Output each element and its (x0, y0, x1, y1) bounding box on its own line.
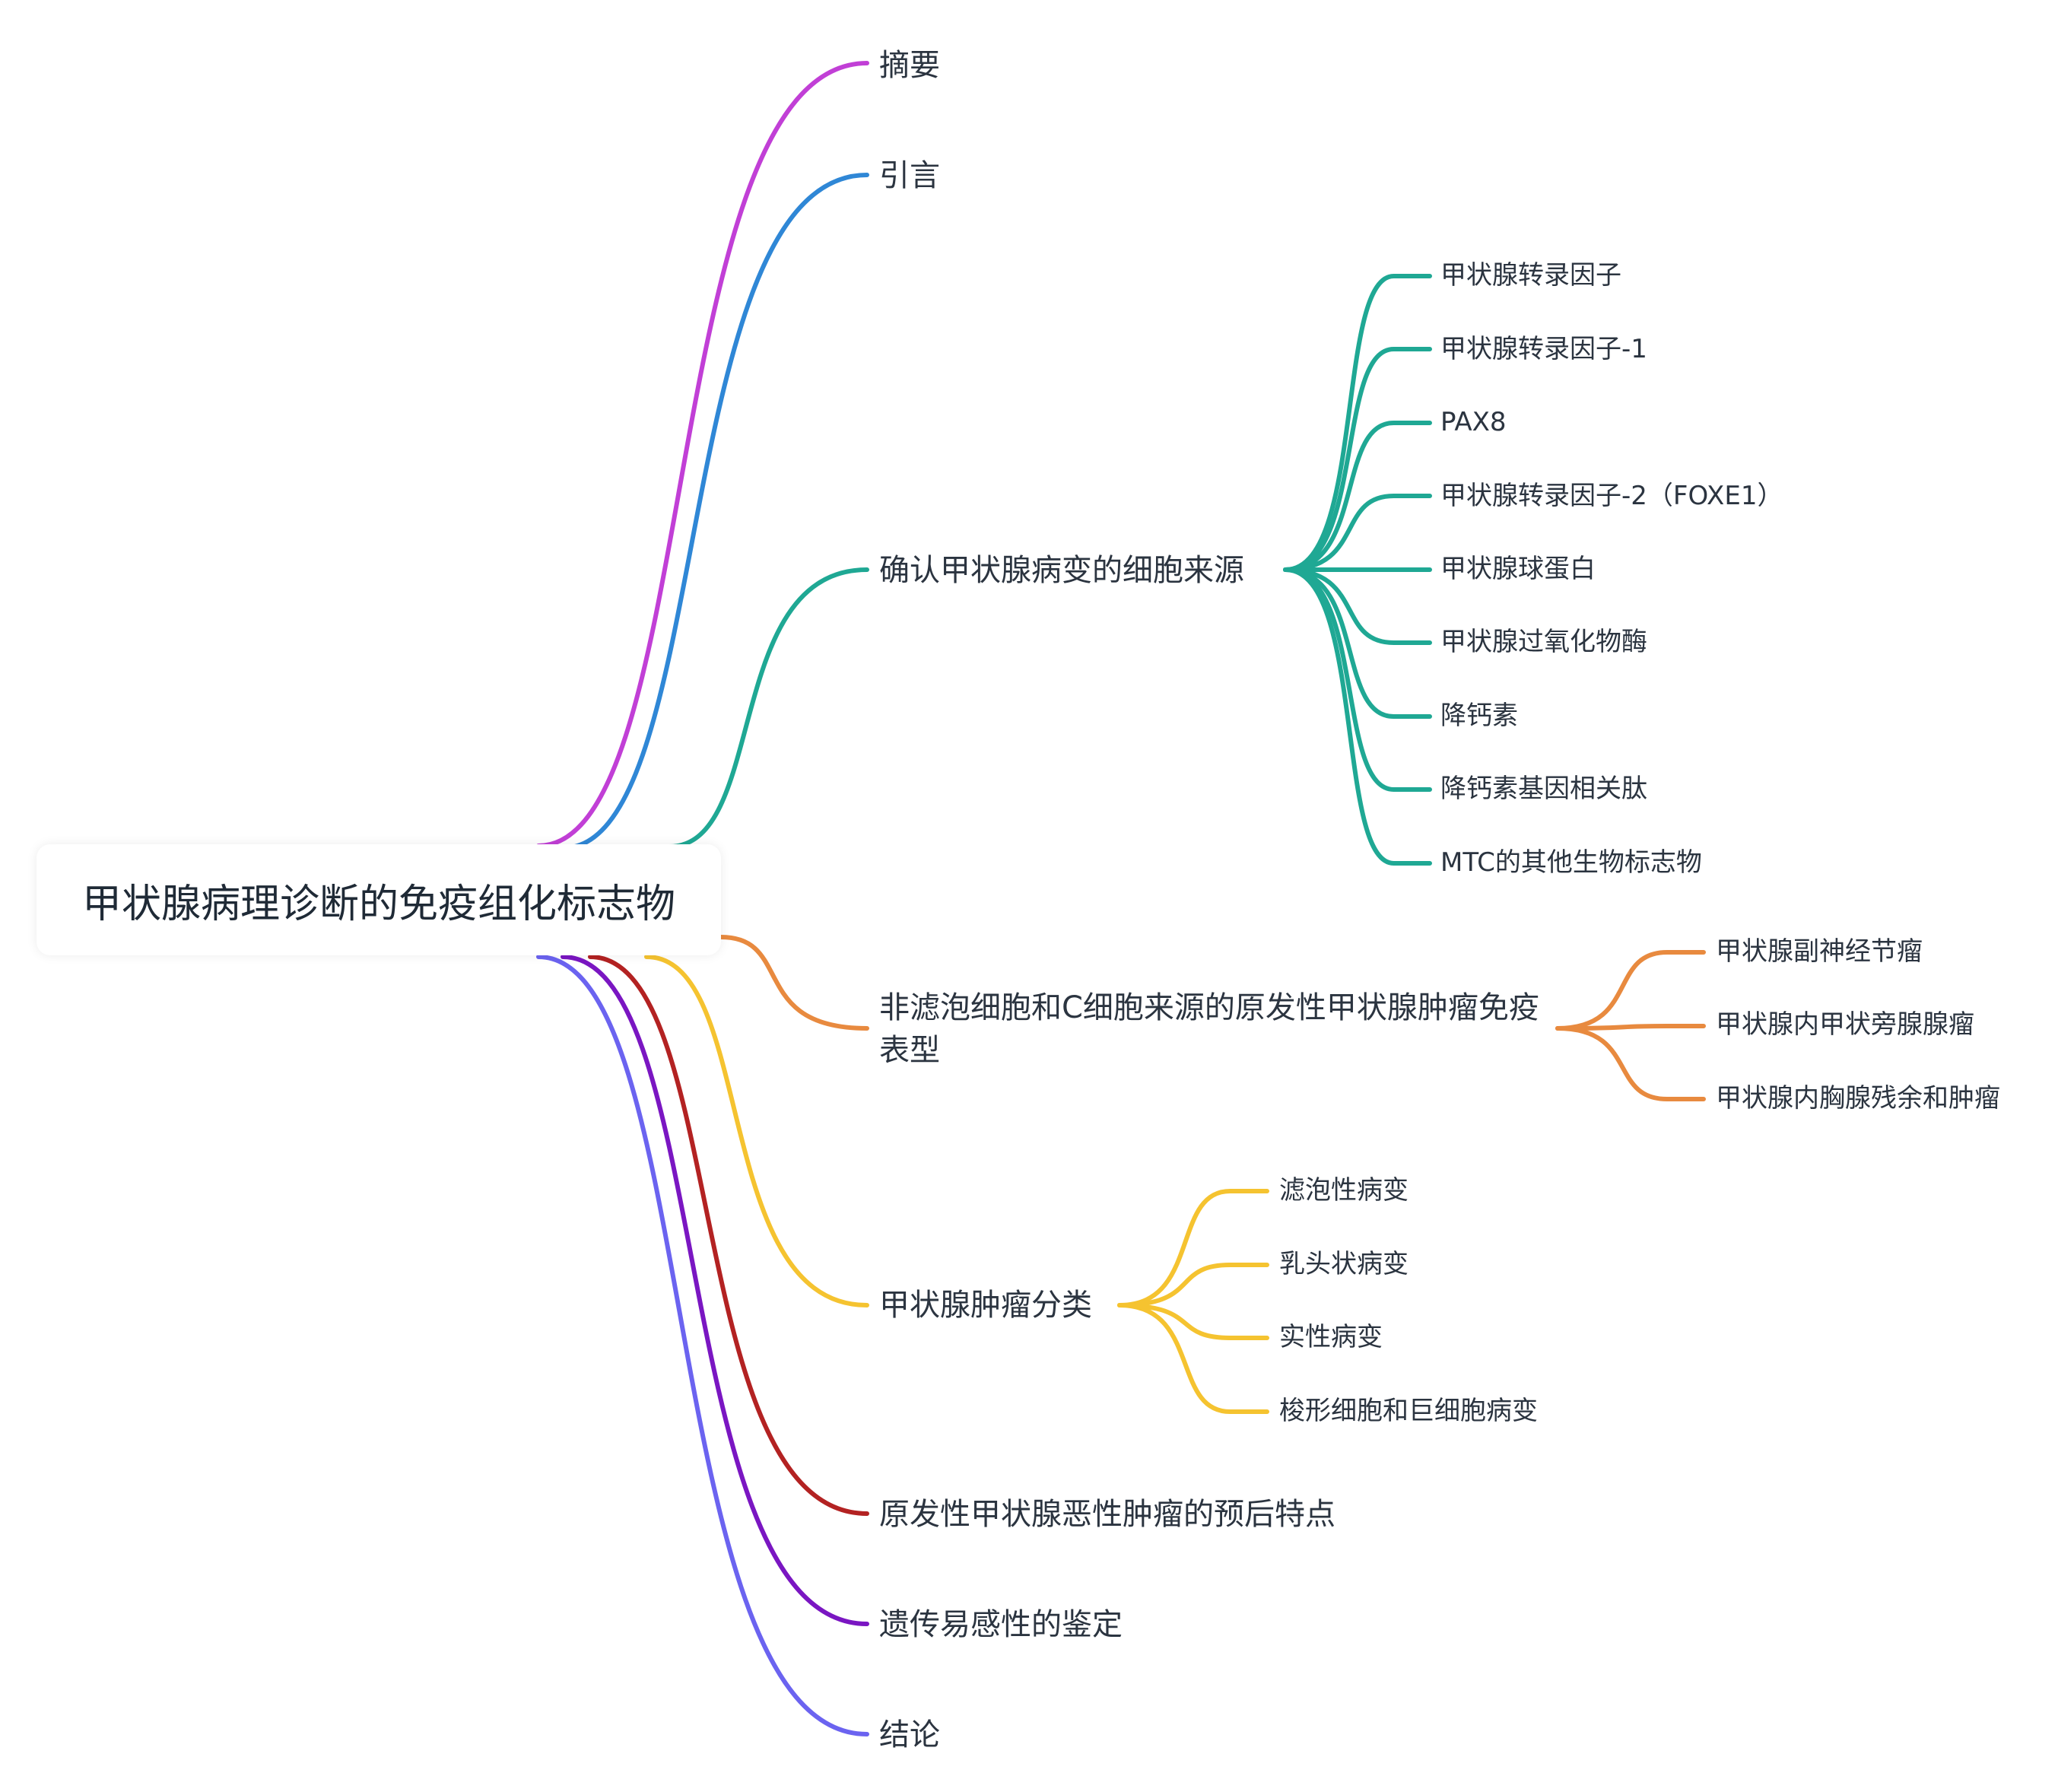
leaf-ttf1[interactable]: 甲状腺转录因子-1 (1440, 334, 1647, 364)
edge-cell-origin-child-8 (1283, 567, 1432, 866)
branch-abstract[interactable]: 摘要 (879, 48, 940, 83)
edge-cell-origin-child-0 (1283, 274, 1432, 572)
leaf-mtc-markers[interactable]: MTC的其他生物标志物 (1440, 847, 1702, 878)
leaf-follicular[interactable]: 滤泡性病变 (1279, 1175, 1409, 1206)
edge-cell-origin-child-5 (1283, 567, 1432, 645)
edge-classification (644, 955, 869, 1307)
leaf-calcitonin[interactable]: 降钙素 (1440, 701, 1518, 731)
branch-tumor-classification[interactable]: 甲状腺肿瘤分类 (879, 1288, 1092, 1323)
leaf-pax8[interactable]: PAX8 (1440, 407, 1507, 437)
root-node-label: 甲状腺病理诊断的免疫组化标志物 (81, 881, 675, 927)
edge-abstract (536, 61, 869, 848)
branch-prognosis[interactable]: 原发性甲状腺恶性肿瘤的预后特点 (879, 1497, 1335, 1532)
leaf-foxe1[interactable]: 甲状腺转录因子-2（FOXE1） (1440, 481, 1783, 511)
leaf-thymic-remnants[interactable]: 甲状腺内胸腺残余和肿瘤 (1716, 1083, 2000, 1114)
leaf-ttf[interactable]: 甲状腺转录因子 (1440, 260, 1621, 291)
branch-non-follicular-immunophenotype[interactable]: 非滤泡细胞和C细胞来源的原发性甲状腺肿瘤免疫表型 (879, 990, 1539, 1068)
edge-cell-origin-child-2 (1283, 421, 1432, 572)
leaf-tpo[interactable]: 甲状腺过氧化物酶 (1440, 627, 1647, 657)
edge-classification-child-3 (1117, 1303, 1269, 1414)
edge-cell-origin-child-6 (1283, 567, 1432, 719)
edge-classification-child-0 (1117, 1189, 1269, 1307)
root-node[interactable] (37, 844, 721, 955)
edge-classification-child-2 (1117, 1303, 1269, 1340)
branch-cell-origin[interactable]: 确认甲状腺病变的细胞来源 (879, 553, 1244, 588)
leaf-paraganglioma[interactable]: 甲状腺副神经节瘤 (1716, 936, 1923, 967)
edge-non-follicular-child-0 (1555, 950, 1706, 1031)
edge-non-follicular-child-2 (1555, 1026, 1706, 1101)
branch-conclusion[interactable]: 结论 (879, 1717, 940, 1752)
edge-genetic (561, 955, 869, 1626)
edge-cell-origin (667, 567, 869, 849)
leaf-parathyroid-adenoma[interactable]: 甲状腺内甲状旁腺腺瘤 (1716, 1009, 1974, 1040)
branch-genetic-susceptibility[interactable]: 遗传易感性的鉴定 (879, 1607, 1123, 1642)
edge-prognosis (588, 955, 869, 1516)
edge-cell-origin-child-1 (1283, 347, 1432, 572)
child-connectors (1117, 274, 1706, 1414)
edge-introduction (561, 173, 869, 850)
leaf-solid[interactable]: 实性病变 (1279, 1322, 1383, 1352)
leaf-spindle-giant[interactable]: 梭形细胞和巨细胞病变 (1279, 1396, 1538, 1426)
edge-classification-child-1 (1117, 1263, 1269, 1307)
edge-cell-origin-child-7 (1283, 567, 1432, 792)
leaf-cgrp[interactable]: 降钙素基因相关肽 (1440, 774, 1647, 804)
leaf-papillary[interactable]: 乳头状病变 (1279, 1249, 1409, 1279)
edge-cell-origin-child-3 (1283, 494, 1432, 572)
edge-non-follicular-child-1 (1555, 1024, 1706, 1031)
root-branch-connectors (536, 61, 869, 1736)
edge-non-follicular (719, 935, 869, 1031)
leaf-thyroglobulin[interactable]: 甲状腺球蛋白 (1440, 554, 1596, 584)
edge-conclusion (536, 955, 869, 1736)
branch-introduction[interactable]: 引言 (879, 158, 940, 193)
